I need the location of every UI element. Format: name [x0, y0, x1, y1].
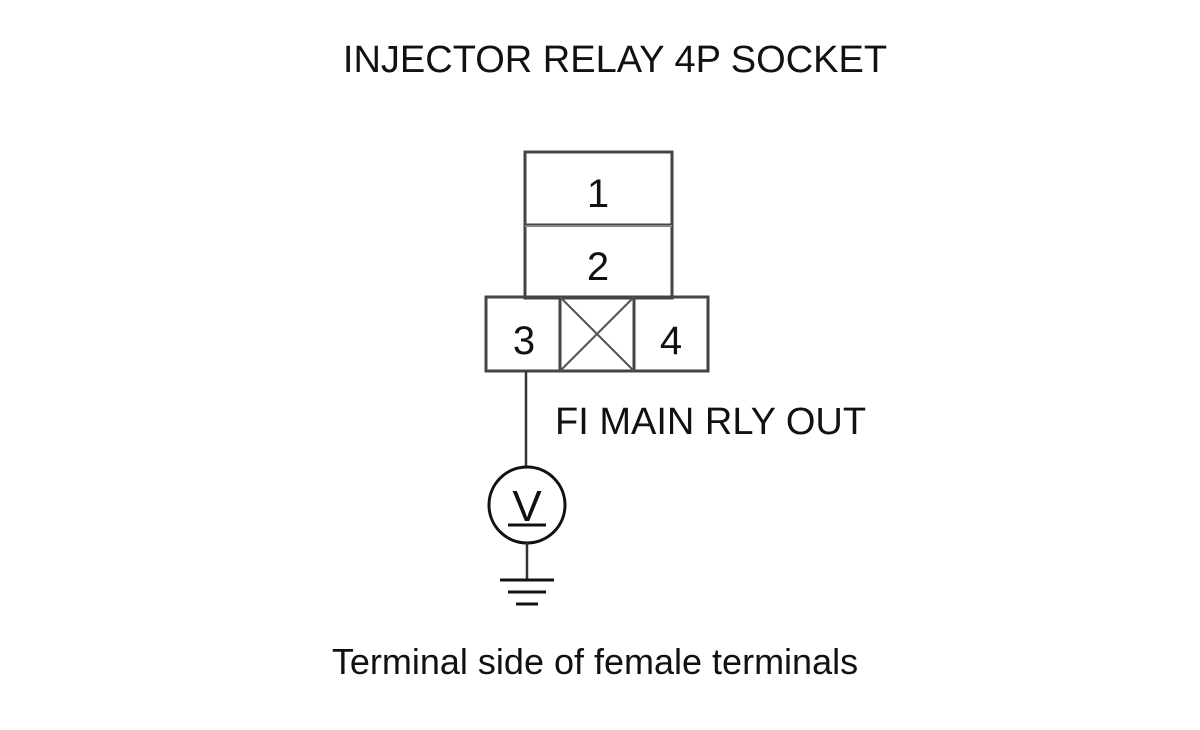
terminal-4-number: 4 [660, 319, 682, 363]
x-mark-icon [559, 296, 635, 372]
terminal-3-number: 3 [513, 319, 535, 363]
terminal-2-number: 2 [587, 245, 609, 289]
connector-socket [484, 150, 710, 373]
diagram-title: INJECTOR RELAY 4P SOCKET [343, 39, 887, 81]
wire-label: FI MAIN RLY OUT [555, 401, 866, 443]
voltmeter-symbol: V [512, 482, 542, 531]
lower-row [484, 295, 710, 373]
ground-icon [500, 578, 554, 606]
diagram-caption: Terminal side of female terminals [332, 641, 858, 682]
voltmeter-icon: V [487, 465, 567, 545]
terminal-1-number: 1 [587, 172, 609, 216]
